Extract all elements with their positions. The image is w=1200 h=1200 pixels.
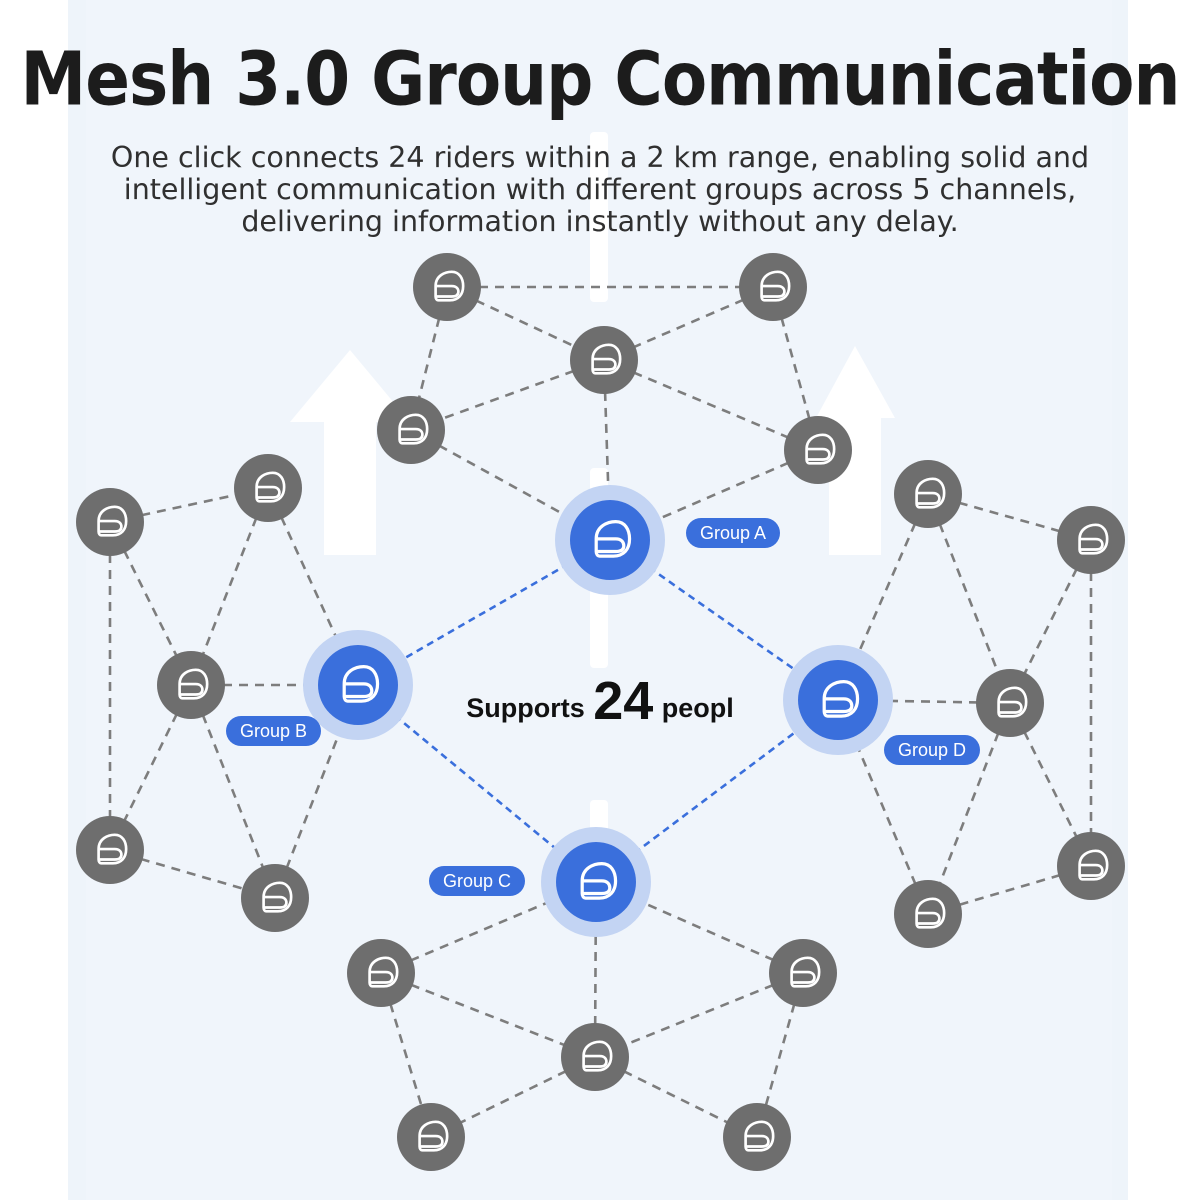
member-link [836,493,930,701]
member-link [771,286,820,451]
member-link [926,702,1012,915]
rider-node [561,1023,629,1091]
group-hub-node [783,645,893,755]
member-link [109,848,276,900]
rider-node [723,1103,791,1171]
rider-node [234,454,302,522]
group-a-badge: Group A [686,518,781,548]
rider-nodes [76,253,1125,1171]
rider-node [894,460,962,528]
rider-node [976,669,1044,737]
rider-node [377,396,445,464]
member-link [410,428,611,542]
member-link [594,971,804,1059]
up-arrow-icon [290,350,410,555]
rider-node [894,880,962,948]
up-arrow-icon [816,346,895,555]
member-link [837,698,1011,705]
capacity-prefix: Supports [466,693,585,723]
left-margin [0,0,68,1200]
subtitle-line: delivering information instantly without… [241,205,959,238]
member-link [927,492,1092,542]
group-hub-node [541,827,651,937]
rider-node [241,864,309,932]
page-subtitle: One click connects 24 riders within a 2 … [90,142,1110,238]
group-hub-node [303,630,413,740]
page-title: Mesh 3.0 Group Communication [20,36,1181,123]
capacity-label: Supports 24 peopl [420,670,780,732]
member-link [926,493,1012,704]
member-link [410,358,605,432]
right-margin [1128,0,1200,1200]
member-link [189,487,270,686]
subtitle-line: intelligent communication with different… [123,173,1077,206]
member-link [927,864,1092,916]
rider-node [570,326,638,394]
rider-node [76,816,144,884]
rider-node [739,253,807,321]
road-lane-marking [590,132,608,302]
group-d-badge: Group D [884,735,981,765]
group-hub-node [555,485,665,595]
capacity-count: 24 [593,671,654,731]
member-link [609,448,819,542]
member-link [379,972,433,1138]
group-b-badge: Group B [226,716,322,746]
member-link [189,684,277,899]
group-c-badge: Group C [429,866,526,896]
rider-node [397,1103,465,1171]
rider-node [1057,506,1125,574]
rider-node [1057,832,1125,900]
member-link [595,880,804,975]
direction-arrows [290,346,895,555]
rider-node [769,939,837,1007]
rider-node [347,939,415,1007]
subtitle-line: One click connects 24 riders within a 2 … [110,141,1090,174]
member-link [273,684,360,899]
member-link [755,972,805,1138]
rider-node [784,416,852,484]
rider-node [157,651,225,719]
rider-node [413,253,481,321]
member-link [380,971,596,1059]
rider-node [76,488,144,556]
capacity-suffix: peopl [661,693,734,723]
member-link [603,358,819,452]
